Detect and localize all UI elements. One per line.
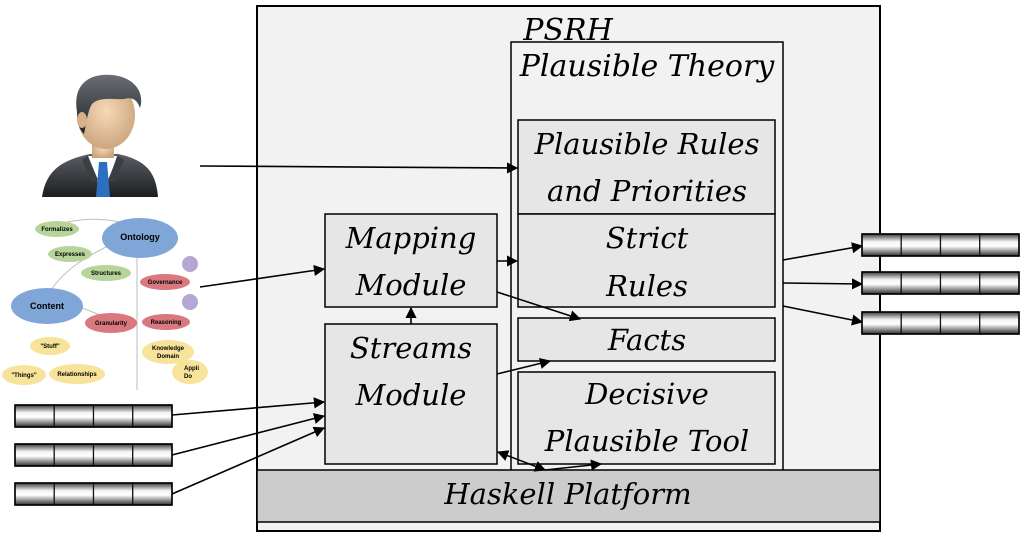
arrow-ontology-to-mapping	[199, 264, 326, 288]
ontology-node-domain: Domain	[157, 354, 179, 360]
stream-cell	[53, 404, 95, 428]
user-avatar-icon	[42, 74, 158, 197]
output-stream-2-icon	[861, 271, 1020, 295]
stream-outline	[14, 443, 173, 467]
mapping-module-line1: Mapping	[345, 221, 477, 255]
arrow-strict-to-output3	[782, 305, 864, 326]
stream-cell	[900, 233, 942, 257]
decisive-tool-line1: Decisive	[584, 377, 709, 411]
stream-cell	[92, 443, 134, 467]
input-stream-1-icon	[14, 404, 173, 428]
ontology-node-granularity: Granularity	[95, 321, 128, 327]
stream-cell	[979, 233, 1020, 257]
haskell-platform-box: Haskell Platform	[256, 469, 881, 523]
mapping-module-line2: Module	[355, 268, 467, 302]
rules-priorities-box: Plausible Rules and Priorities	[517, 119, 776, 215]
ontology-node-structures: Structures	[91, 271, 122, 277]
rules-priorities-line2: and Priorities	[547, 174, 747, 208]
ontology-node-content: Content	[30, 301, 64, 311]
strict-rules-line1: Strict	[606, 221, 689, 255]
arrow-tool-to-streams	[496, 450, 547, 472]
plausible-theory-title: Plausible Theory	[519, 49, 776, 84]
facts-label: Facts	[607, 323, 686, 357]
stream-cell	[861, 271, 902, 295]
arrow-strict-to-output2	[782, 278, 864, 290]
strict-rules-box: Strict Rules	[517, 213, 776, 308]
stream-cell	[939, 311, 981, 335]
haskell-platform-label: Haskell Platform	[443, 477, 691, 511]
arrow-up-to-tool	[544, 459, 603, 471]
arrow-mapping-to-facts	[496, 291, 582, 322]
stream-outline	[861, 233, 1020, 257]
stream-cell	[900, 311, 942, 335]
connector-arrows	[171, 162, 864, 495]
streams-module-line2: Module	[355, 378, 467, 412]
ontology-node-stuff: "Stuff"	[40, 344, 60, 350]
stream-cell	[132, 404, 173, 428]
stream-cell	[92, 482, 134, 506]
stream-cell	[132, 443, 173, 467]
decisive-tool-box: Decisive Plausible Tool	[517, 371, 776, 465]
decisive-tool-line2: Plausible Tool	[544, 424, 749, 458]
arrow-stream2-to-streams	[171, 413, 326, 456]
stream-cell	[132, 482, 173, 506]
stream-cell	[14, 404, 55, 428]
ontology-mindmap-icon: Formalizes Ontology Expresses Structures…	[0, 212, 208, 390]
ontology-node-governance: Governance	[148, 280, 183, 286]
stream-cell	[979, 271, 1020, 295]
ontology-node-expresses: Expresses	[55, 252, 86, 258]
ontology-node-do: Do	[184, 374, 192, 380]
rules-priorities-line1: Plausible Rules	[534, 127, 760, 161]
arrow-streams-to-facts	[496, 357, 552, 375]
stream-cell	[861, 311, 902, 335]
output-stream-1-icon	[861, 233, 1020, 257]
ontology-node-appli: Appli	[184, 366, 199, 372]
facts-box: Facts	[517, 317, 776, 362]
ontology-node-things: "Things"	[11, 373, 37, 379]
stream-cell	[900, 271, 942, 295]
arrow-stream1-to-streams	[171, 397, 326, 416]
stream-cell	[14, 443, 55, 467]
streams-module-box: Streams Module	[324, 323, 498, 465]
ontology-node-ontology: Ontology	[120, 232, 160, 242]
output-stream-3-icon	[861, 311, 1020, 335]
stream-cell	[939, 271, 981, 295]
stream-outline	[14, 482, 173, 506]
ontology-node-knowledge: Knowledge	[152, 346, 185, 352]
stream-cell	[53, 443, 95, 467]
streams-module-line1: Streams	[350, 331, 472, 365]
stream-cell	[92, 404, 134, 428]
stream-cell	[939, 233, 981, 257]
arrow-user-to-rules	[199, 162, 519, 174]
stream-cell	[53, 482, 95, 506]
arrow-stream3-to-streams	[171, 426, 326, 495]
input-stream-2-icon	[14, 443, 173, 467]
strict-rules-line2: Rules	[605, 269, 688, 303]
stream-outline	[14, 404, 173, 428]
arrow-strict-to-output1	[782, 242, 864, 261]
ontology-node-relationships: Relationships	[57, 372, 97, 378]
stream-outline	[861, 271, 1020, 295]
stream-cell	[979, 311, 1020, 335]
ontology-node-reasoning: Reasoning	[151, 320, 182, 326]
input-stream-3-icon	[14, 482, 173, 506]
stream-cell-groups	[14, 233, 1020, 506]
mapping-module-box: Mapping Module	[324, 213, 498, 308]
stream-cell	[14, 482, 55, 506]
stream-cell	[861, 233, 902, 257]
ontology-node-formalizes: Formalizes	[41, 227, 73, 233]
stream-outline	[861, 311, 1020, 335]
